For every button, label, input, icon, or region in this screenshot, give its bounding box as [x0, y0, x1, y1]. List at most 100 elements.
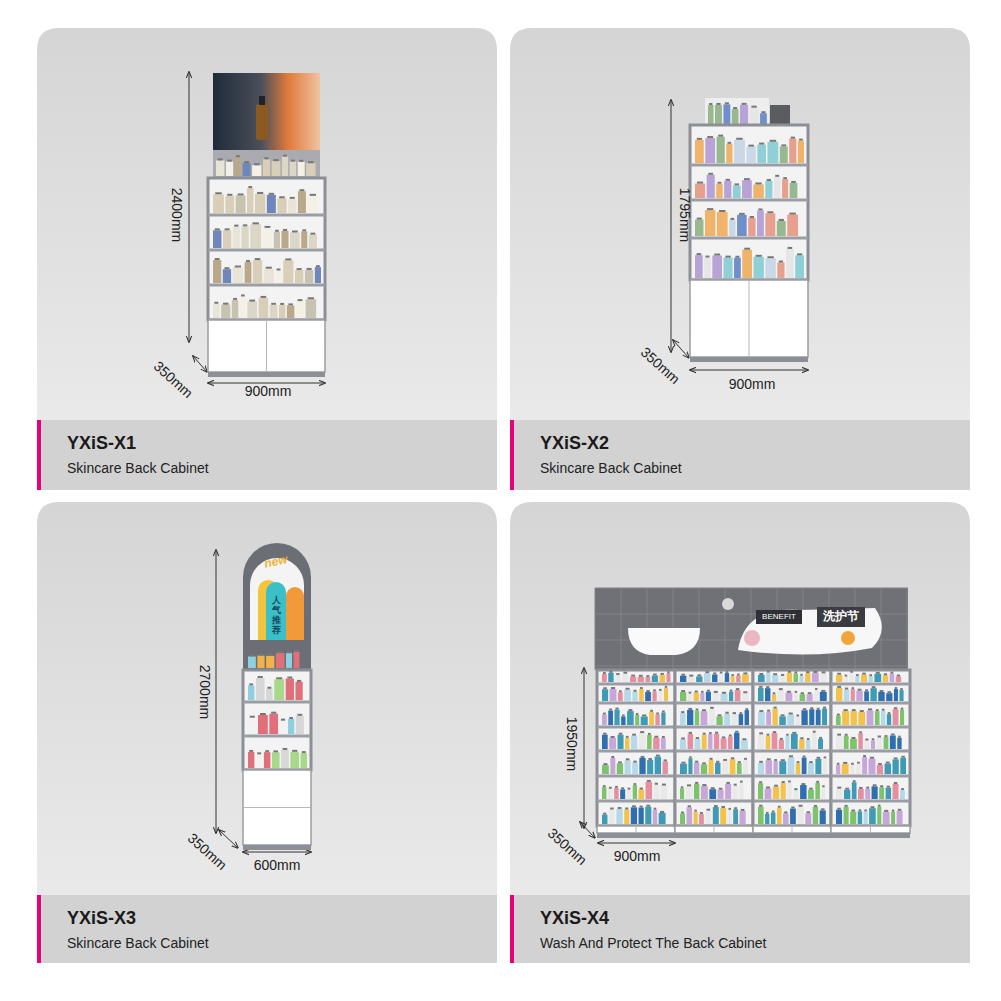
product-cap — [632, 734, 636, 736]
product — [868, 676, 872, 682]
product — [862, 757, 867, 774]
product — [258, 715, 268, 734]
product — [602, 735, 608, 749]
product — [688, 694, 692, 701]
product — [709, 760, 714, 774]
product-cap — [656, 712, 659, 714]
cabinet-base — [753, 826, 831, 833]
product — [724, 181, 731, 198]
shelf — [208, 214, 325, 217]
product-cap — [884, 673, 887, 675]
product-cap — [623, 672, 627, 674]
product-cap — [271, 303, 276, 305]
product — [714, 734, 719, 749]
product-cap — [767, 211, 773, 213]
product — [781, 783, 786, 799]
dimension-line — [584, 668, 585, 828]
product — [315, 267, 321, 283]
product — [618, 692, 623, 701]
product-cap — [737, 674, 740, 676]
product — [654, 785, 660, 799]
product — [614, 710, 619, 725]
product-cap — [862, 673, 866, 675]
product — [850, 673, 854, 682]
product — [864, 741, 869, 749]
product — [699, 814, 704, 824]
product — [739, 714, 743, 725]
product-cap — [870, 806, 874, 808]
product-cap — [773, 692, 776, 694]
product-cap — [603, 713, 606, 715]
product — [695, 184, 705, 198]
product — [773, 787, 779, 799]
product — [724, 714, 730, 725]
product — [746, 147, 755, 163]
product-cap — [759, 143, 764, 145]
product — [213, 230, 221, 248]
product — [653, 738, 659, 749]
product-cap — [767, 710, 770, 712]
product-cap — [259, 654, 263, 656]
product-cap — [736, 688, 739, 690]
product — [758, 783, 763, 799]
product-cap — [715, 732, 718, 734]
product — [858, 712, 865, 725]
model-code: YXiS-X2 — [540, 431, 960, 455]
product — [899, 690, 903, 701]
product-cap — [688, 708, 692, 710]
product — [742, 693, 749, 701]
product — [791, 734, 798, 749]
product — [900, 790, 905, 799]
product — [602, 689, 608, 701]
product — [758, 712, 765, 725]
product — [706, 692, 711, 701]
product-cap — [759, 732, 763, 734]
product-cap — [743, 691, 747, 693]
product — [718, 790, 724, 799]
banner — [738, 608, 882, 655]
product-cap — [667, 671, 669, 673]
product-cap — [778, 806, 781, 808]
product — [820, 692, 827, 701]
product — [891, 812, 895, 824]
product-cap — [742, 103, 747, 105]
product — [805, 813, 811, 824]
product — [772, 733, 778, 749]
product-cap — [681, 786, 683, 788]
product — [765, 814, 769, 824]
product — [758, 763, 764, 774]
product — [874, 674, 881, 682]
product — [614, 788, 619, 799]
product — [812, 733, 817, 749]
product-cap — [703, 733, 706, 735]
product — [850, 812, 856, 824]
product-cap — [894, 757, 898, 759]
product — [715, 763, 720, 774]
product — [272, 161, 281, 176]
product — [886, 788, 891, 799]
product-cap — [603, 813, 606, 815]
product — [734, 140, 745, 163]
dimension-label: 900mm — [245, 384, 292, 399]
accent-bar — [510, 420, 514, 490]
shelf — [753, 800, 831, 803]
product-cap — [744, 248, 750, 250]
product-cap — [640, 687, 643, 689]
shelf — [243, 735, 311, 738]
product — [836, 810, 842, 824]
product — [780, 676, 785, 682]
product-cap — [722, 736, 726, 738]
product — [777, 808, 782, 824]
product — [844, 790, 850, 799]
product — [248, 685, 254, 700]
product-cap — [277, 268, 281, 270]
product — [247, 302, 257, 318]
product-cap — [626, 736, 629, 738]
product-cap — [726, 671, 729, 673]
product — [274, 232, 280, 248]
product — [646, 782, 653, 799]
product-cap — [817, 757, 821, 759]
product-cap — [845, 788, 849, 790]
product-cap — [227, 160, 231, 162]
product — [717, 212, 728, 236]
